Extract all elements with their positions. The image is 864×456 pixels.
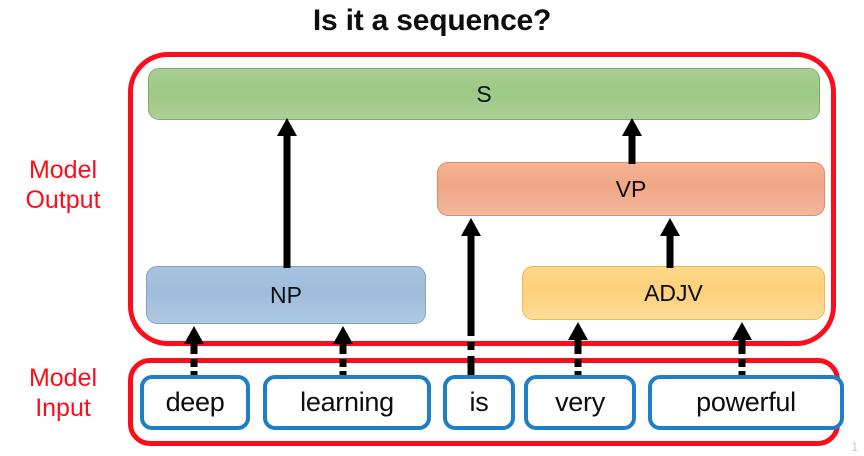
arrowhead-icon <box>732 322 752 340</box>
arrowhead-icon <box>660 218 680 236</box>
input-word-deep: deep <box>140 375 250 430</box>
arrow-shaft-segment <box>467 356 475 375</box>
arrow-shaft-segment <box>738 371 746 375</box>
arrowhead-icon <box>461 218 481 236</box>
input-word-is: is <box>443 375 515 430</box>
arrow-deep-to-np <box>184 326 204 375</box>
arrow-is-to-vp <box>461 218 481 375</box>
model-output-label-line2: Output <box>25 186 101 214</box>
tree-node-adjv: ADJV <box>522 266 825 320</box>
arrowhead-icon <box>277 118 297 136</box>
arrow-shaft-segment <box>339 343 347 354</box>
model-input-label: Model Input <box>4 363 122 423</box>
arrow-shaft-segment <box>190 343 198 354</box>
tree-node-np: NP <box>146 266 426 324</box>
model-input-label-line1: Model <box>28 364 98 392</box>
arrow-learning-to-np <box>333 326 353 375</box>
arrowhead-icon <box>622 118 642 136</box>
arrow-shaft-segment <box>467 235 475 336</box>
arrow-np-to-s <box>277 118 297 268</box>
arrow-shaft-segment <box>738 339 746 354</box>
input-word-very: very <box>524 375 636 430</box>
arrowhead-icon <box>568 322 588 340</box>
model-output-group-outline <box>128 52 836 346</box>
arrow-shaft-segment <box>574 339 582 354</box>
arrow-shaft-segment <box>574 371 582 375</box>
model-output-label: Model Output <box>4 155 122 215</box>
input-word-powerful: powerful <box>648 375 844 430</box>
arrow-shaft-segment <box>574 359 582 367</box>
page-title: Is it a sequence? <box>312 4 552 37</box>
arrow-shaft-segment <box>190 359 198 367</box>
arrow-adjv-to-vp <box>660 218 680 268</box>
arrow-shaft <box>628 135 636 164</box>
arrow-vp-to-s <box>622 118 642 164</box>
arrow-powerful-to-adjv <box>732 322 752 375</box>
arrow-shaft-segment <box>467 342 475 350</box>
arrow-shaft-segment <box>339 371 347 375</box>
page-number: 1 <box>851 440 858 454</box>
arrow-very-to-adjv <box>568 322 588 375</box>
arrow-shaft-segment <box>738 359 746 367</box>
tree-node-vp: VP <box>437 162 825 216</box>
arrowhead-icon <box>333 326 353 344</box>
model-input-label-line2: Input <box>35 394 91 422</box>
arrow-shaft-segment <box>190 371 198 375</box>
arrow-shaft-segment <box>339 359 347 367</box>
arrow-shaft <box>666 235 674 268</box>
arrow-shaft <box>283 135 291 268</box>
model-output-label-line1: Model <box>28 156 98 184</box>
tree-node-s: S <box>148 68 820 120</box>
arrowhead-icon <box>184 326 204 344</box>
input-word-learning: learning <box>263 375 431 430</box>
